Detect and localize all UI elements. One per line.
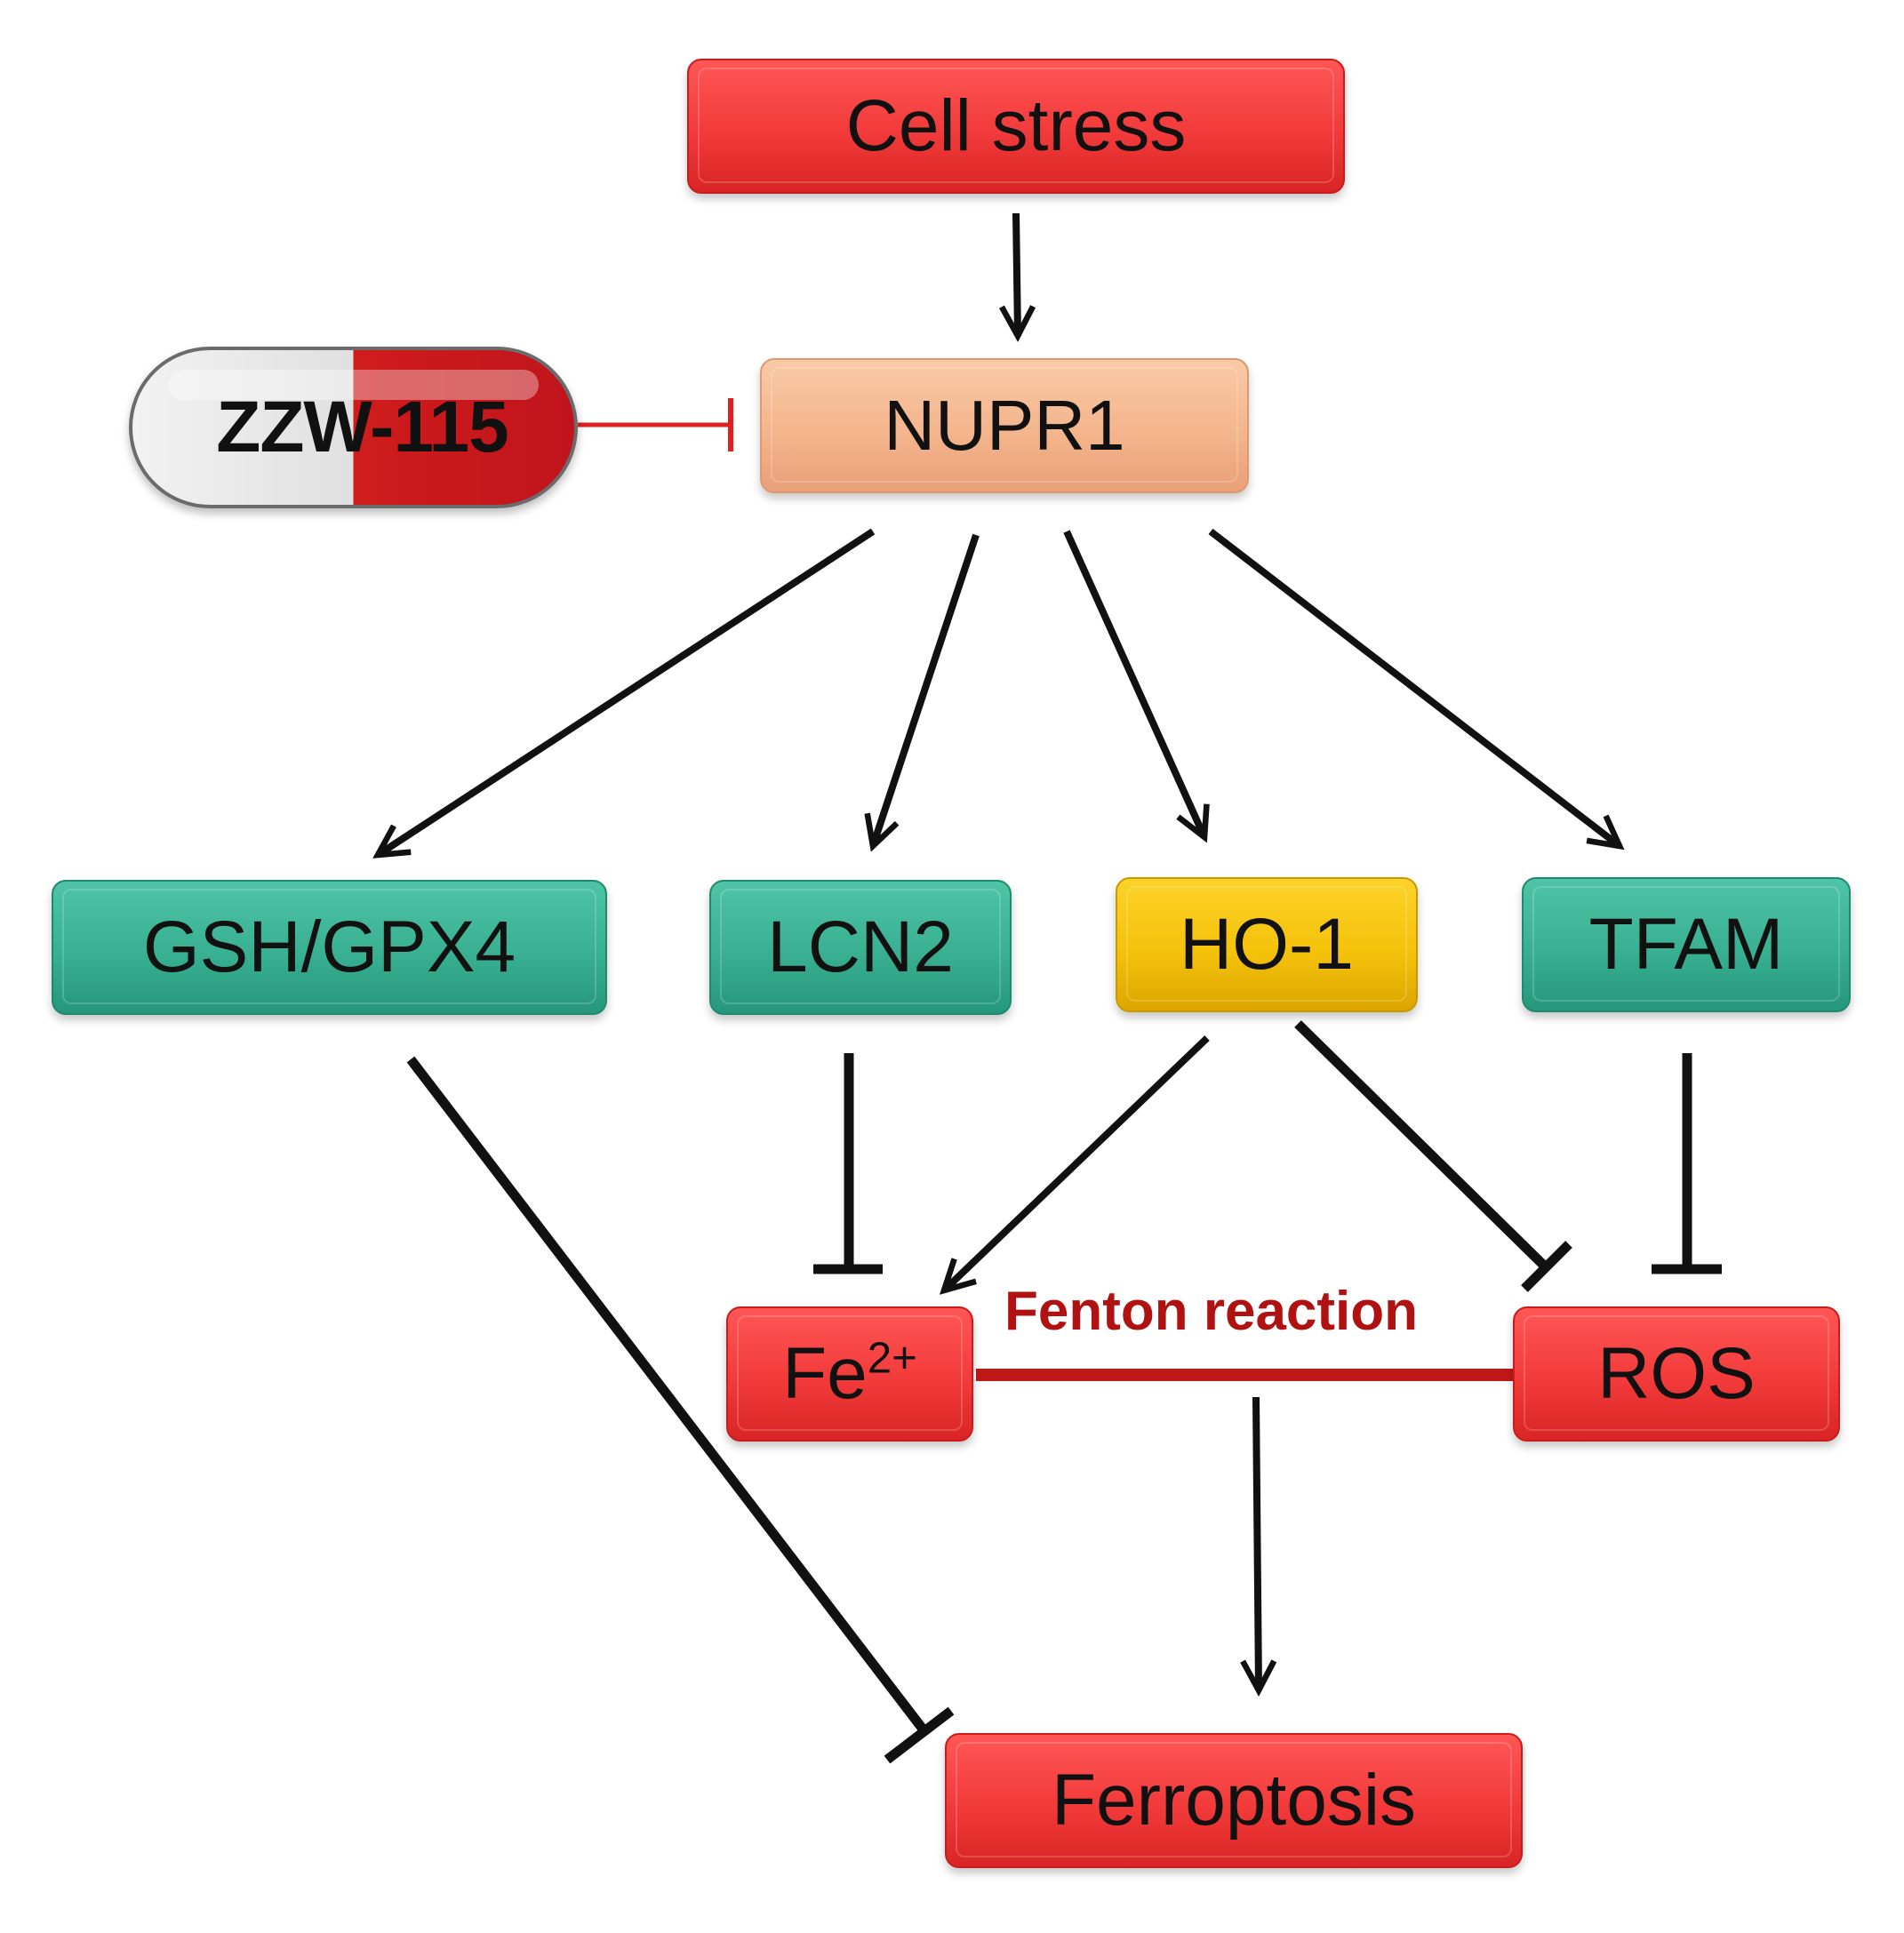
node-ferroptosis-label: Ferroptosis — [1051, 1760, 1417, 1841]
node-cell-stress-label: Cell stress — [845, 85, 1187, 166]
fenton-reaction-label: Fenton reaction — [1004, 1281, 1419, 1342]
capsule-shine — [168, 370, 539, 400]
node-lcn2-label: LCN2 — [767, 907, 954, 987]
fe-charge-text: 2+ — [867, 1333, 917, 1383]
drug-capsule: ZZW-115 — [129, 347, 578, 508]
node-ferroptosis: Ferroptosis — [945, 1733, 1523, 1868]
edge-ho1-ros — [1294, 1020, 1548, 1270]
node-tfam-label: TFAM — [1588, 904, 1784, 985]
edge-fenton-ferroptosis — [1256, 1396, 1259, 1690]
edge-nupr1-ho1 — [1063, 530, 1204, 837]
node-ros: ROS — [1513, 1306, 1840, 1442]
node-cell-stress: Cell stress — [687, 59, 1345, 194]
node-lcn2: LCN2 — [709, 880, 1012, 1015]
fe-base-text: Fe — [782, 1333, 868, 1414]
edge-nupr1-tfam — [1208, 528, 1620, 846]
edge-gshgpx4-ferroptosis-bar — [884, 1706, 955, 1764]
node-fe2: Fe2+ — [726, 1306, 973, 1442]
node-ho1-label: HO-1 — [1180, 904, 1354, 985]
node-nupr1-label: NUPR1 — [884, 386, 1125, 465]
edge-nupr1-lcn2 — [873, 533, 980, 846]
drug-label: ZZW-115 — [216, 387, 509, 467]
node-ho1: HO-1 — [1116, 877, 1418, 1012]
node-tfam: TFAM — [1522, 877, 1851, 1012]
node-fe2-label: Fe2+ — [782, 1332, 917, 1416]
edge-nupr1-gshgpx4 — [378, 528, 876, 855]
edge-ho1-fe — [944, 1035, 1210, 1290]
node-gsh-gpx4: GSH/GPX4 — [52, 880, 607, 1015]
node-gsh-gpx4-label: GSH/GPX4 — [142, 907, 516, 987]
node-ros-label: ROS — [1597, 1333, 1756, 1414]
edge-gshgpx4-ferroptosis — [406, 1056, 929, 1735]
node-nupr1: NUPR1 — [760, 358, 1249, 493]
edge-cellstress-nupr1 — [1016, 212, 1018, 336]
edge-ho1-ros-bar — [1521, 1241, 1572, 1292]
